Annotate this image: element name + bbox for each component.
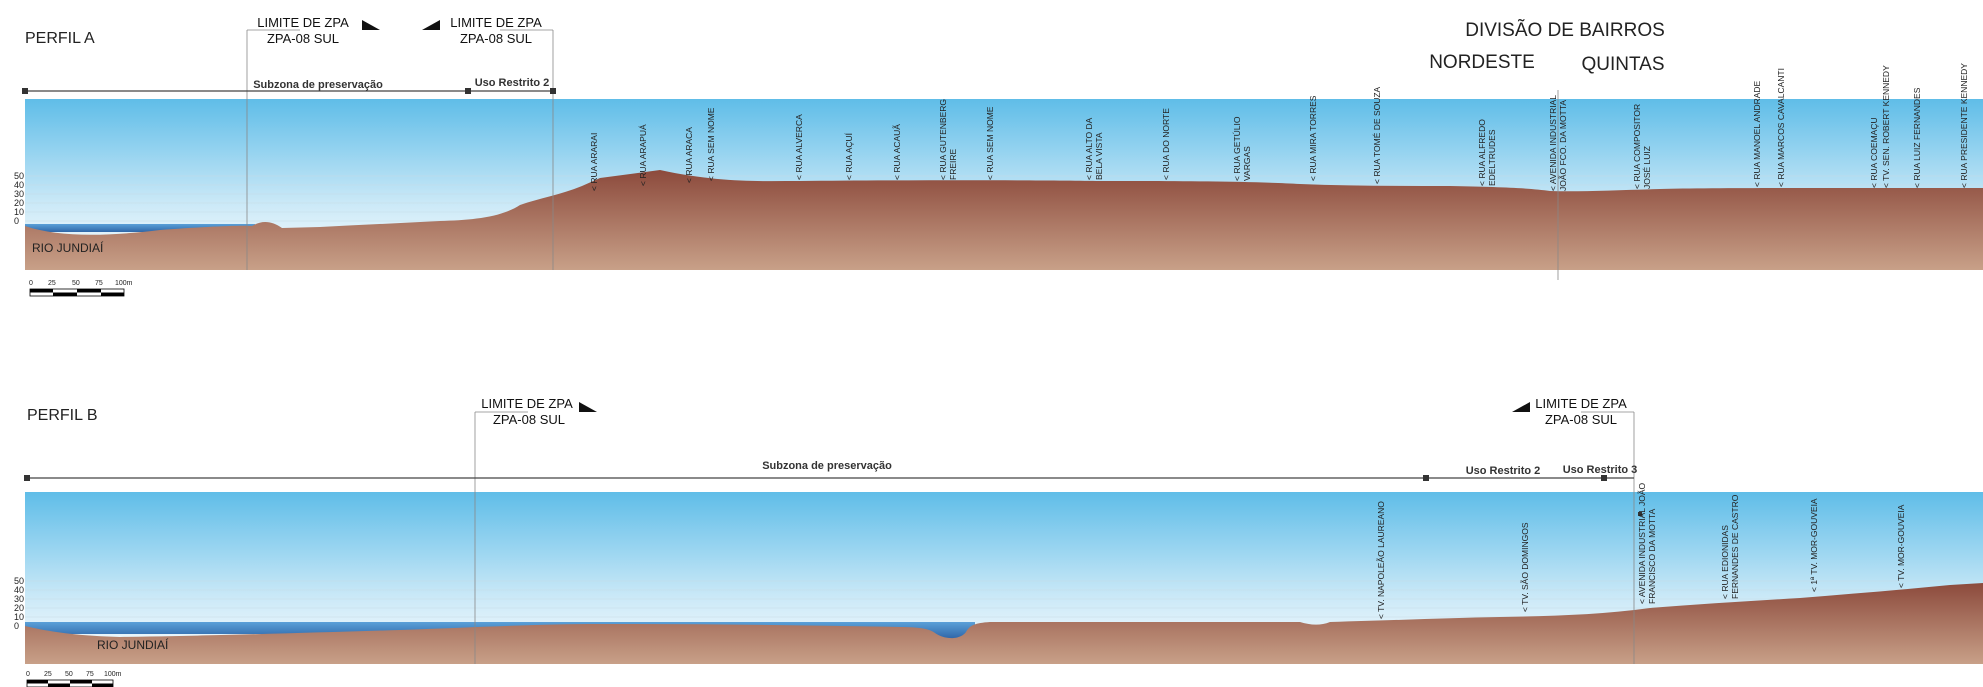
profile-a-zpa-right-line2: ZPA-08 SUL: [460, 31, 532, 46]
street-label: < TV. SEN. ROBERT KENNEDY: [1881, 65, 1891, 188]
street-label: < RUA GETÚLIOVARGAS: [1232, 116, 1252, 181]
street-label: < AVENIDA INDUSTRIAL JOÃOFRANCISCO DA MO…: [1637, 482, 1657, 604]
svg-text:25: 25: [44, 671, 52, 678]
profile-b-zone-label-uso-restrito-3: Uso Restrito 3: [1563, 464, 1638, 476]
profile-a-zpa-right-line1: LIMITE DE ZPA: [450, 15, 542, 30]
profile-b-zpa-left-line1: LIMITE DE ZPA: [481, 396, 573, 411]
profile-a-tick-20: 20: [14, 198, 24, 208]
profile-b-tick-40: 40: [14, 585, 24, 595]
division-right-label: QUINTAS: [1581, 54, 1664, 75]
street-label: < RUA GUTENBERGFREIRE: [938, 99, 958, 180]
street-label: < RUA SEM NOME: [985, 106, 995, 180]
street-label: < RUA LUIZ FERNANDES: [1912, 87, 1922, 188]
street-label: < RUA EDIONIDASFERNANDES DE CASTRO: [1720, 494, 1740, 599]
street-label: < RUA COEMAÇU: [1869, 117, 1879, 188]
svg-text:75: 75: [86, 671, 94, 678]
street-label: < TV. SÃO DOMINGOS: [1520, 522, 1530, 612]
profile-b-tick-0: 0: [14, 621, 19, 631]
svg-text:50: 50: [65, 671, 73, 678]
profile-a-scale-bar: 0 25 50 75 100m: [29, 280, 133, 297]
street-label: < RUA PRESIDENTE KENNEDY: [1959, 63, 1969, 188]
profile-a-street-labels: < RUA ARARAI < RUA ARAPUÁ < RUA ARACA < …: [589, 63, 1969, 191]
street-label: < RUA MARCOS CAVALCANTI: [1776, 68, 1786, 187]
profile-b-tick-10: 10: [14, 612, 24, 622]
profile-a-zone-label-preservation: Subzona de preservação: [253, 79, 383, 91]
profile-b-zpa-left-arrow-icon: [579, 402, 597, 412]
profile-a-tick-0: 0: [14, 216, 19, 226]
street-label: < RUA ALTO DABELA VISTA: [1084, 117, 1104, 180]
street-label: < RUA ALFREDOEDELTRUDES: [1477, 119, 1497, 186]
profile-b-zpa-left-line2: ZPA-08 SUL: [493, 412, 565, 427]
profile-b-title: PERFIL B: [27, 407, 98, 424]
street-label: < RUA ALVERCA: [794, 114, 804, 180]
neighborhood-division: DIVISÃO DE BAIRROS NORDESTE QUINTAS: [1429, 19, 1665, 75]
profile-a-zpa-left-arrow-icon: [362, 20, 380, 30]
street-label: < RUA ARAPUÁ: [638, 124, 648, 186]
svg-text:0: 0: [29, 280, 33, 287]
street-label: < RUA MANOEL ANDRADE: [1752, 80, 1762, 187]
profile-a-river-label: RIO JUNDIAÍ: [32, 240, 104, 255]
division-title: DIVISÃO DE BAIRROS: [1465, 19, 1665, 41]
profile-a-tick-40: 40: [14, 180, 24, 190]
street-label: < RUA TOMÉ DE SOUZA: [1372, 86, 1382, 184]
street-label: < RUA DO NORTE: [1161, 108, 1171, 180]
profile-a-terrain: [25, 170, 1983, 270]
street-label: < RUA ARARAI: [589, 133, 599, 191]
profile-a-zpa-left-line1: LIMITE DE ZPA: [257, 15, 349, 30]
street-label: < RUA AÇUÍ: [844, 132, 854, 180]
street-label: < RUA MIRA TORRES: [1308, 95, 1318, 181]
profile-b-zpa-right-line2: ZPA-08 SUL: [1545, 412, 1617, 427]
profile-b-tick-20: 20: [14, 603, 24, 613]
svg-text:100m: 100m: [115, 280, 133, 287]
profile-b-zone-label-uso-restrito-2: Uso Restrito 2: [1466, 465, 1541, 477]
svg-text:0: 0: [26, 671, 30, 678]
profile-b: PERFIL B LIMITE DE ZPA ZPA-08 SUL LIMITE…: [14, 396, 1983, 687]
street-label: < RUA ARACA: [684, 127, 694, 183]
profile-a-tick-30: 30: [14, 189, 24, 199]
profile-b-zone-label-preservation: Subzona de preservação: [762, 460, 892, 472]
profile-b-tick-50: 50: [14, 576, 24, 586]
street-label: < 1ª TV. MOR-GOUVEIA: [1809, 498, 1819, 592]
profile-b-tick-30: 30: [14, 594, 24, 604]
svg-text:25: 25: [48, 280, 56, 287]
profile-b-river-label: RIO JUNDIAÍ: [97, 637, 169, 652]
profile-a-zone-label-uso-restrito-2: Uso Restrito 2: [475, 77, 550, 89]
profile-a-zone-line: [22, 88, 556, 94]
profile-a-title: PERFIL A: [25, 30, 95, 47]
street-label: < TV. NAPOLEÃO LAUREANO: [1376, 501, 1386, 619]
profile-b-zone-line: [24, 475, 1642, 516]
division-left-label: NORDESTE: [1429, 52, 1535, 73]
street-label: < AVENIDA INDUSTRIALJOÃO FCO. DA MOTTA: [1548, 95, 1568, 191]
street-label: < RUA SEM NOME: [706, 107, 716, 181]
profile-b-street-labels: < TV. NAPOLEÃO LAUREANO < TV. SÃO DOMING…: [1376, 482, 1906, 619]
profile-a-tick-10: 10: [14, 207, 24, 217]
profile-b-elevation-axis: 50 40 30 20 10 0: [14, 576, 24, 631]
profile-b-scale-bar: 0 25 50 75 100m: [26, 671, 122, 687]
svg-text:100m: 100m: [104, 671, 122, 678]
street-label: < RUA COMPOSITORJOSÉ LUIZ: [1632, 104, 1652, 189]
profile-b-zpa-right-arrow-icon: [1512, 402, 1530, 412]
profile-b-terrain: [25, 583, 1983, 664]
profile-a-zpa-right-arrow-icon: [422, 20, 440, 30]
profile-a-zpa-left-line2: ZPA-08 SUL: [267, 31, 339, 46]
street-label: < TV. MOR-GOUVEIA: [1896, 504, 1906, 588]
profile-a: PERFIL A LIMITE DE ZPA ZPA-08 SUL LIMITE…: [14, 15, 1983, 297]
profile-a-elevation-axis: 50 40 30 20 10 0: [14, 171, 24, 226]
street-label: < RUA ACAUÃ: [892, 124, 902, 180]
profile-b-zpa-right-line1: LIMITE DE ZPA: [1535, 396, 1627, 411]
svg-text:75: 75: [95, 280, 103, 287]
profile-a-tick-50: 50: [14, 171, 24, 181]
svg-text:50: 50: [72, 280, 80, 287]
